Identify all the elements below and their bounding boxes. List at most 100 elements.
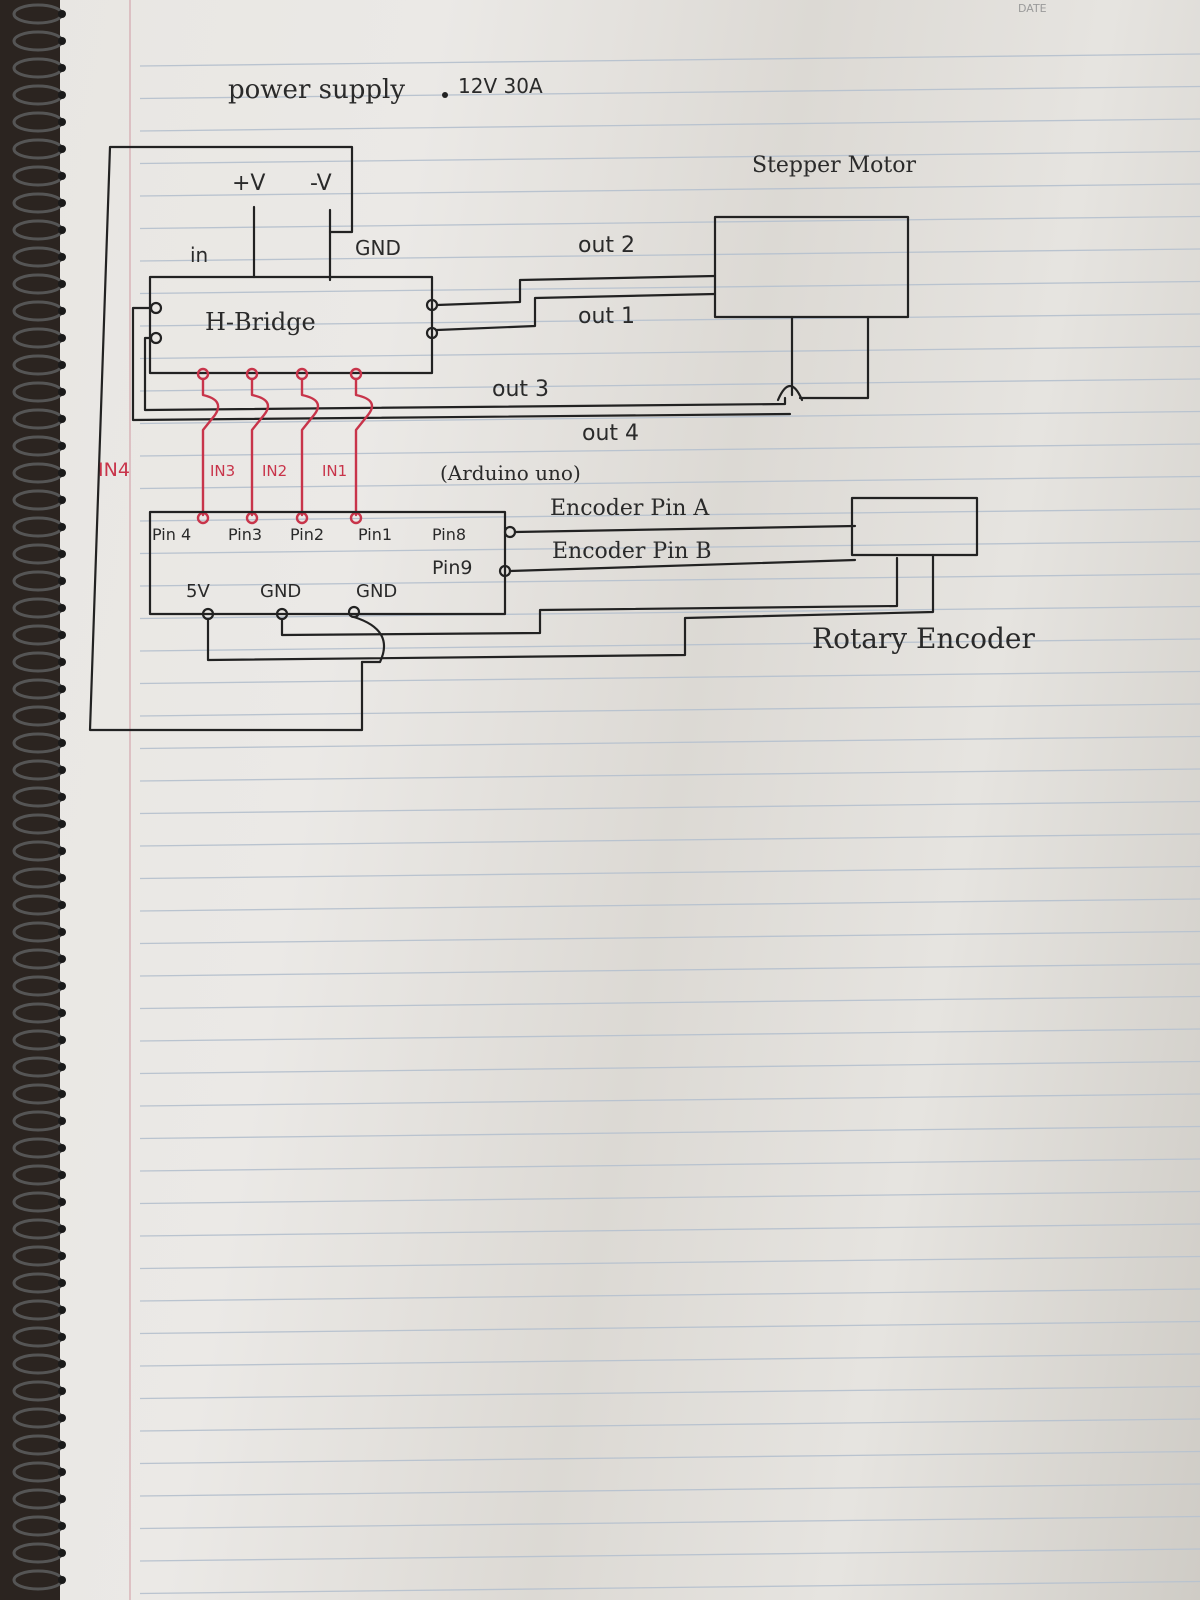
wire-minus-v-loop: [88, 145, 364, 732]
rotary-encoder-box: [850, 496, 979, 557]
arduino-pin1-label: Pin1: [358, 525, 392, 544]
ruled-line: [139, 85, 1200, 100]
ruled-line: [139, 605, 1200, 620]
in4-label: IN4: [98, 459, 130, 481]
punch-hole: [58, 1468, 66, 1476]
ruled-line: [139, 345, 1200, 360]
ruled-line: [139, 995, 1200, 1010]
punch-hole: [58, 739, 66, 747]
ruled-line: [139, 573, 1200, 587]
wire-in1: [354, 377, 374, 517]
ruled-line: [139, 1190, 1200, 1205]
ruled-line: [139, 1028, 1200, 1042]
arduino-pin9-label: Pin9: [432, 557, 472, 579]
punch-hole: [58, 64, 66, 72]
punch-hole: [58, 1171, 66, 1179]
punch-hole: [58, 388, 66, 396]
ruled-lines: [139, 53, 1200, 1595]
ruled-line: [139, 865, 1200, 880]
arduino-gnd2-label: GND: [356, 581, 397, 602]
h-bridge-label: H-Bridge: [205, 308, 316, 336]
hbridge-left-terminal-1: [149, 301, 163, 315]
punch-hole: [58, 118, 66, 126]
punch-hole: [58, 91, 66, 99]
punch-hole: [58, 1009, 66, 1017]
power-supply-label: power supply: [228, 75, 405, 105]
punch-hole: [58, 199, 66, 207]
punch-hole: [58, 1144, 66, 1152]
in-label: in: [190, 243, 208, 267]
ruled-line: [139, 735, 1200, 750]
punch-hole: [58, 253, 66, 261]
ruled-line: [139, 1580, 1200, 1595]
ruled-line: [139, 1385, 1200, 1400]
date-label: DATE: [1018, 2, 1047, 15]
ruled-line: [139, 898, 1200, 912]
punch-hole: [58, 523, 66, 531]
out1-label: out 1: [578, 304, 635, 329]
punch-hole: [58, 604, 66, 612]
ruled-line: [139, 280, 1200, 295]
wire-gnd-power: [352, 615, 386, 664]
ruled-line: [139, 1125, 1200, 1140]
punch-hole: [58, 712, 66, 720]
red-input-wires: [196, 367, 374, 525]
punch-hole: [58, 1090, 66, 1098]
punch-hole: [58, 1576, 66, 1584]
ruled-line: [139, 215, 1200, 230]
ruled-line: [139, 53, 1200, 67]
wire-out3: [143, 336, 787, 412]
punch-hole: [58, 1036, 66, 1044]
wire-crossover: [776, 384, 804, 402]
hbridge-right-terminal-2: [425, 326, 439, 340]
punch-hole: [58, 1549, 66, 1557]
ruled-line: [139, 1450, 1200, 1465]
ruled-line: [139, 508, 1200, 522]
stepper-motor-box: [713, 215, 910, 319]
ruled-line: [139, 930, 1200, 945]
wire-in2: [300, 377, 320, 517]
wire-gnd-encoder: [280, 556, 899, 637]
arduino-pin8-terminal: [503, 525, 517, 539]
punch-hole: [58, 793, 66, 801]
punch-hole: [58, 685, 66, 693]
wire-encoder-b: [508, 558, 857, 573]
punch-hole: [58, 631, 66, 639]
in2-label: IN2: [262, 462, 287, 480]
wire-out1: [435, 292, 717, 332]
punch-hole: [58, 955, 66, 963]
arduino-label: (Arduino uno): [440, 461, 581, 485]
punch-hole: [58, 415, 66, 423]
punch-hole: [58, 37, 66, 45]
arduino-pin4-label: Pin 4: [152, 525, 191, 544]
punch-hole: [58, 1117, 66, 1125]
ruled-line: [139, 1418, 1200, 1432]
punch-hole: [58, 1252, 66, 1260]
punch-hole: [58, 874, 66, 882]
ruled-line: [139, 1483, 1200, 1497]
punch-hole: [58, 469, 66, 477]
ruled-line: [139, 1548, 1200, 1562]
ruled-line: [139, 118, 1200, 132]
punch-hole: [58, 577, 66, 585]
punch-hole: [58, 226, 66, 234]
power-supply-rating: 12V 30A: [458, 74, 543, 98]
ruled-line: [139, 1223, 1200, 1237]
rotary-encoder-label: Rotary Encoder: [812, 622, 1035, 655]
punch-hole: [58, 766, 66, 774]
punch-hole: [58, 982, 66, 990]
plus-v-label: +V: [232, 171, 265, 196]
ruled-line: [139, 443, 1200, 457]
ruled-line: [139, 638, 1200, 652]
punch-hole: [58, 1063, 66, 1071]
in3-label: IN3: [210, 462, 235, 480]
ruled-line: [139, 183, 1200, 197]
spiral-binding: [12, 3, 66, 1591]
punch-hole: [58, 1522, 66, 1530]
h-bridge-box: [148, 275, 434, 375]
punch-hole: [58, 1225, 66, 1233]
punch-hole: [58, 847, 66, 855]
ruled-line: [139, 833, 1200, 847]
punch-hole: [58, 928, 66, 936]
gnd-label: GND: [355, 236, 401, 260]
